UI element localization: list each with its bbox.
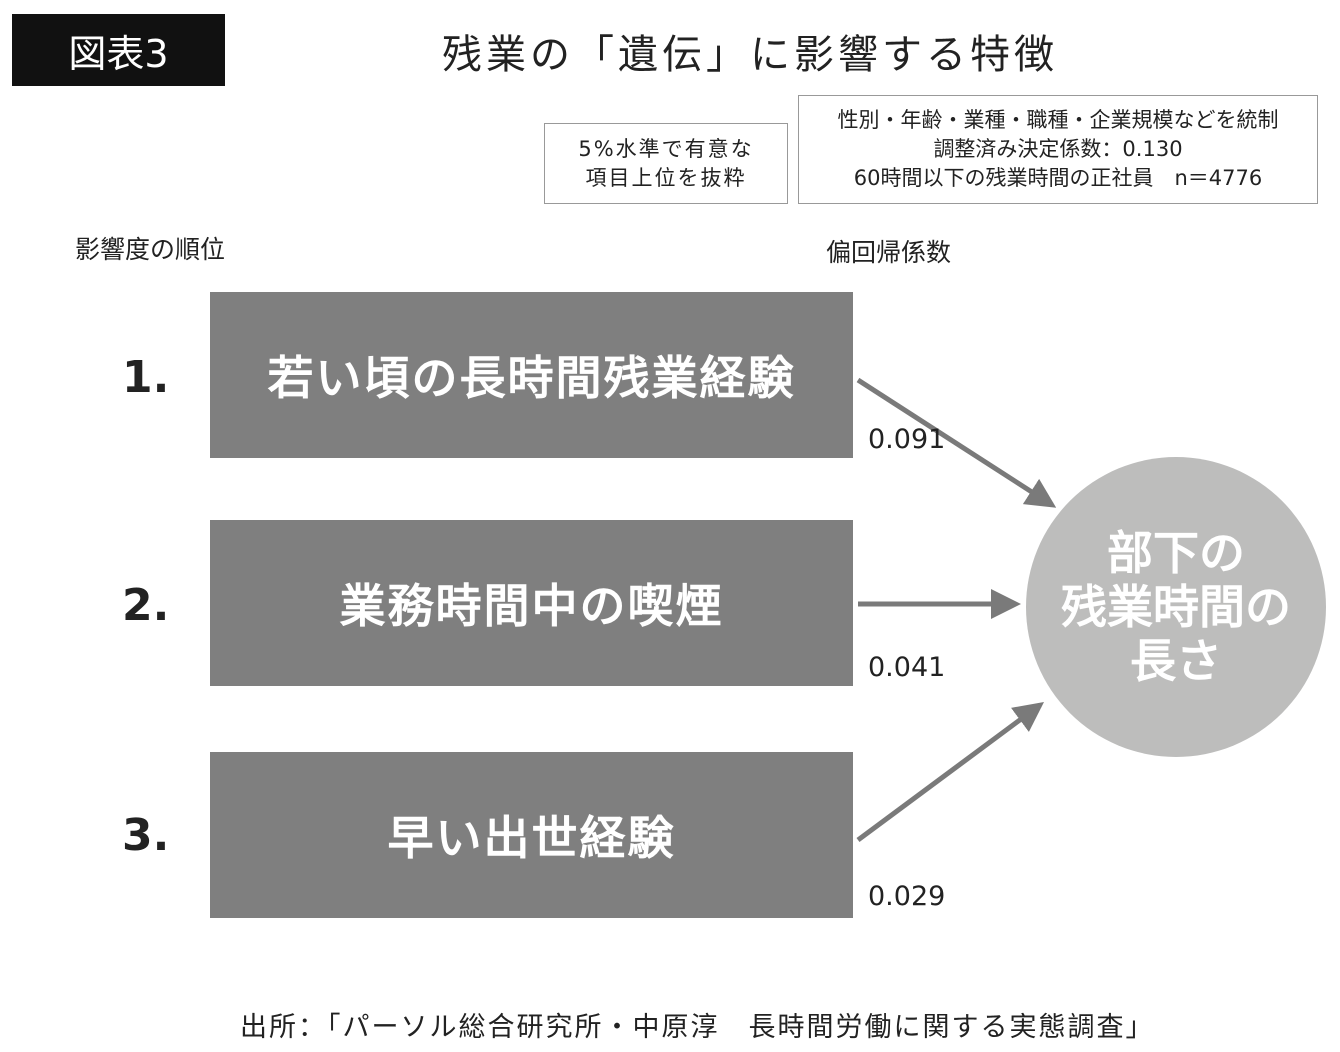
note-line: 調整済み決定係数：0.130 — [933, 137, 1183, 161]
note-line: 項目上位を抜粋 — [585, 165, 747, 190]
rank-3: 3. — [122, 810, 170, 861]
diagram-title: 残業の「遺伝」に影響する特徴 — [442, 32, 1058, 78]
outcome-circle: 部下の 残業時間の 長さ — [1026, 457, 1326, 757]
coef-3: 0.029 — [868, 881, 946, 912]
rank-header: 影響度の順位 — [75, 235, 226, 264]
factor-box-2: 業務時間中の喫煙 — [210, 520, 853, 686]
outcome-line: 部下の — [1107, 526, 1245, 580]
arrow-3 — [856, 702, 1045, 843]
coef-header: 偏回帰係数 — [826, 238, 952, 267]
note-line: 性別・年齢・業種・職種・企業規模などを統制 — [837, 108, 1279, 132]
figure-badge: 図表3 — [12, 14, 225, 86]
coef-1: 0.091 — [868, 424, 946, 455]
rank-1: 1. — [122, 352, 170, 403]
coef-2: 0.041 — [868, 652, 946, 683]
factor-box-1: 若い頃の長時間残業経験 — [210, 292, 853, 458]
selection-note: 5%水準で有意な 項目上位を抜粋 — [544, 123, 788, 204]
note-line: 60時間以下の残業時間の正社員 n＝4776 — [853, 166, 1263, 190]
outcome-line: 長さ — [1130, 634, 1222, 688]
factor-box-3: 早い出世経験 — [210, 752, 853, 918]
source-note: 出所：「パーソル総合研究所・中原淳 長時間労働に関する実態調査」 — [240, 1012, 1155, 1043]
model-note: 性別・年齢・業種・職種・企業規模などを統制 調整済み決定係数：0.130 60時… — [798, 95, 1318, 204]
arrow-1 — [856, 377, 1057, 508]
note-line: 5%水準で有意な — [578, 136, 754, 161]
rank-2: 2. — [122, 580, 170, 631]
outcome-line: 残業時間の — [1061, 580, 1291, 634]
